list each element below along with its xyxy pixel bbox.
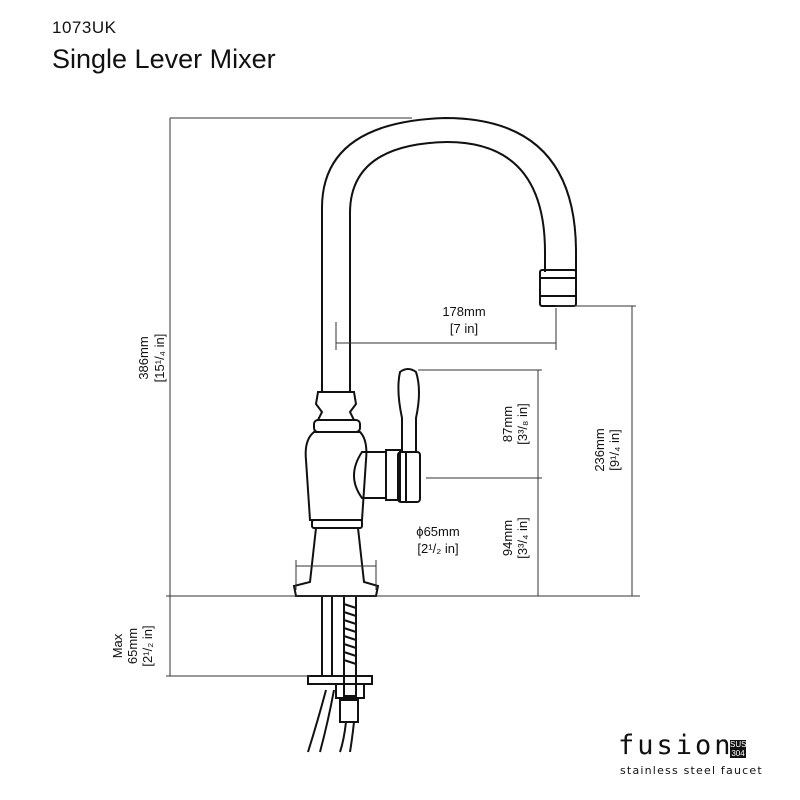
max-deck-inch: [2¹/₂ in] [140, 625, 155, 666]
label-base-diameter: ϕ65mm [2¹/₂ in] [416, 524, 459, 556]
height-total-inch: [15¹/₄ in] [152, 334, 167, 383]
spout-height-inch: [9¹/₄ in] [607, 429, 622, 470]
model-number: 1073UK [52, 18, 117, 37]
lever-height-mm: 94mm [500, 520, 515, 556]
lever-offset-mm: 87mm [500, 406, 515, 442]
brand-tagline: stainless steel faucet [620, 764, 763, 777]
label-max-deck: Max 65mm [2¹/₂ in] [110, 625, 155, 666]
base-diameter-mm: ϕ65mm [416, 524, 459, 539]
handle-socket [353, 451, 387, 499]
brand-name: fusion [618, 730, 734, 761]
lever [397, 368, 420, 453]
label-lever-offset: 87mm [3³/₈ in] [500, 403, 530, 445]
dimension-lines [166, 117, 640, 677]
mounting-washer [307, 675, 373, 685]
label-height-total: 386mm [15¹/₄ in] [136, 334, 167, 383]
spout-inner [349, 140, 546, 392]
neck-collar [314, 391, 358, 421]
max-deck-label: Max [110, 633, 125, 658]
base [292, 527, 380, 597]
badge-top: SUS [730, 740, 747, 749]
reach-inch: [7 in] [450, 321, 478, 336]
brand-logo: fusion SUS 304 stainless steel faucet [618, 730, 768, 780]
body [304, 431, 368, 521]
label-lever-height: 94mm [3³/₄ in] [500, 517, 530, 558]
lever-height-inch: [3³/₄ in] [515, 517, 530, 558]
max-deck-mm: 65mm [125, 628, 140, 664]
spout-outer [321, 116, 577, 392]
lever-offset-inch: [3³/₈ in] [515, 403, 530, 445]
sus304-badge: SUS 304 [730, 740, 746, 758]
label-spout-height: 236mm [9¹/₄ in] [592, 428, 622, 471]
flexible-hose [307, 689, 327, 753]
hose-tube [321, 595, 333, 677]
aerator [539, 269, 577, 307]
height-total-mm: 386mm [136, 336, 151, 379]
reach-mm: 178mm [442, 304, 485, 319]
base-diameter-inch: [2¹/₂ in] [417, 541, 458, 556]
mounting-nut [339, 699, 359, 723]
product-title: Single Lever Mixer [52, 44, 276, 74]
spout-height-mm: 236mm [592, 428, 607, 471]
badge-bottom: 304 [731, 749, 745, 758]
label-reach: 178mm [7 in] [442, 304, 485, 336]
handle-cap [397, 451, 421, 503]
faucet-outline [292, 116, 577, 753]
